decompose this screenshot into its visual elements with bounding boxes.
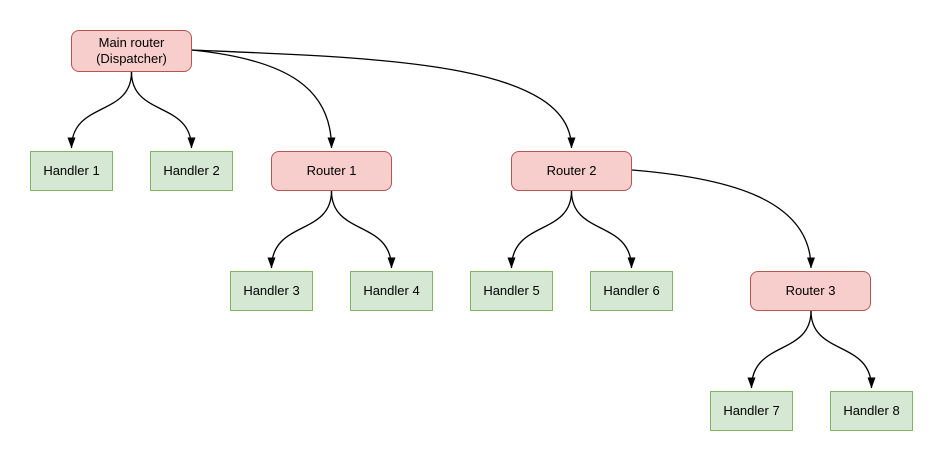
node-router-2-label: Router 2 [546, 163, 597, 178]
node-handler-3: Handler 3 [230, 271, 313, 311]
node-handler-8-label: Handler 8 [843, 403, 900, 418]
edge-router-3-to-handler-8 [810, 310, 876, 389]
node-handler-7-label: Handler 7 [723, 403, 780, 418]
node-router-2: Router 2 [511, 151, 632, 191]
node-handler-4: Handler 4 [350, 271, 433, 311]
node-handler-5-label: Handler 5 [483, 283, 540, 298]
node-handler-2-label: Handler 2 [163, 163, 220, 178]
edge-main-router-to-router-2 [191, 49, 576, 149]
node-handler-1-label: Handler 1 [43, 163, 100, 178]
edge-router-2-to-router-3 [631, 169, 815, 269]
node-router-1: Router 1 [271, 151, 392, 191]
edge-main-router-to-router-1 [191, 49, 336, 149]
edge-router-1-to-handler-3 [267, 190, 333, 269]
node-handler-6-label: Handler 6 [603, 283, 660, 298]
edge-router-2-to-handler-5 [507, 190, 573, 269]
edge-main-router-to-handler-2 [130, 71, 196, 149]
node-router-3-label: Router 3 [785, 283, 836, 298]
node-handler-5: Handler 5 [470, 271, 553, 311]
node-router-3: Router 3 [750, 271, 871, 311]
node-handler-6: Handler 6 [590, 271, 673, 311]
edge-main-router-to-handler-1 [67, 71, 133, 149]
node-handler-7: Handler 7 [710, 391, 793, 431]
edge-router-2-to-handler-6 [570, 190, 636, 269]
edge-router-3-to-handler-7 [747, 310, 812, 389]
node-handler-1: Handler 1 [30, 151, 113, 191]
node-main-router-label-line2: (Dispatcher) [96, 51, 167, 66]
node-main-router: Main router (Dispatcher) [71, 30, 192, 72]
node-handler-8: Handler 8 [830, 391, 913, 431]
node-router-1-label: Router 1 [306, 163, 357, 178]
node-handler-3-label: Handler 3 [243, 283, 300, 298]
node-main-router-label-line1: Main router [98, 35, 165, 50]
node-handler-2: Handler 2 [150, 151, 233, 191]
edge-router-1-to-handler-4 [330, 190, 396, 269]
node-handler-4-label: Handler 4 [363, 283, 420, 298]
